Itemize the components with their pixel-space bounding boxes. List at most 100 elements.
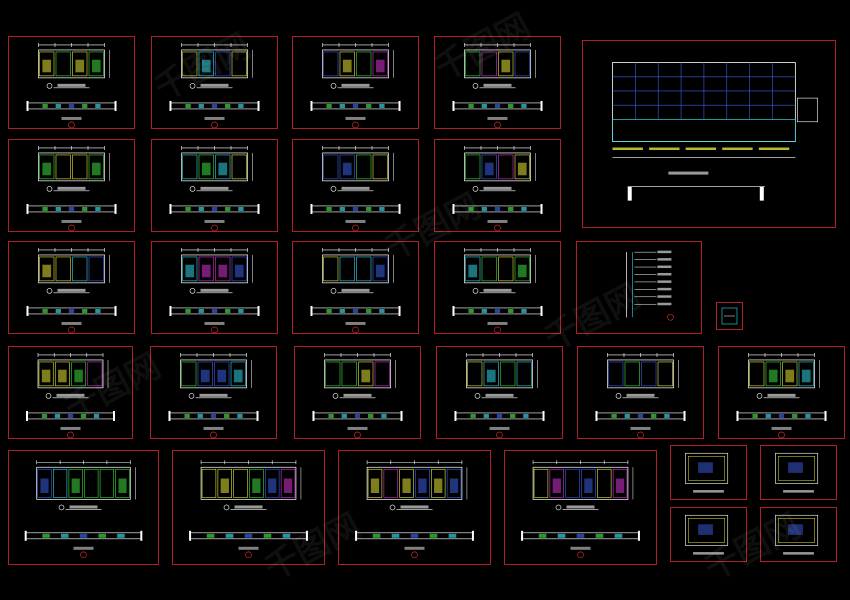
plan-title-text-stub (345, 116, 366, 120)
drawing-number-bubble (58, 504, 65, 511)
north-arrow-icon (80, 551, 87, 559)
detail-inner (688, 518, 726, 543)
north-arrow-icon (352, 326, 359, 334)
sheet-border-frame (294, 346, 421, 439)
drawing-title-text-stub (693, 490, 724, 493)
north-arrow-icon (667, 313, 674, 321)
drawing-sheet-s13 (434, 241, 561, 334)
elevation-panel (467, 361, 483, 387)
sheet-border-frame (151, 241, 278, 334)
drawing-title-text-stub (341, 186, 370, 190)
elevation-panel (198, 154, 214, 180)
north-arrow-icon (68, 121, 75, 129)
drawing-title-text-stub (626, 393, 655, 397)
elevation-panel (201, 468, 217, 498)
storefront-band (612, 119, 796, 142)
elevation-outline (748, 359, 815, 389)
drawing-sheet-s21 (718, 346, 845, 439)
elevation-panel (533, 468, 549, 498)
annotation-text-stub (612, 147, 643, 151)
elevation-panel (181, 361, 197, 387)
wall-hatch (637, 530, 640, 541)
north-arrow-icon (352, 121, 359, 129)
elevation-panel (465, 154, 481, 180)
drawing-number-bubble (46, 288, 53, 294)
sheet-border-frame (8, 346, 133, 439)
wall-hatch (312, 410, 315, 421)
drawing-title-text-stub (566, 505, 595, 509)
drawing-number-bubble (472, 83, 479, 89)
plan-fixture (184, 413, 190, 418)
drawing-sheet-s09 (434, 139, 561, 232)
elevation-panel (39, 51, 55, 77)
furniture-block (552, 478, 561, 494)
annotation-text-stub (685, 147, 717, 151)
elevation-outline (322, 152, 389, 182)
wall-hatch (310, 100, 313, 111)
elevation-panel (84, 468, 99, 498)
wall-hatch (759, 186, 764, 201)
drawing-sheet-s28 (670, 507, 747, 562)
elevation-outline (38, 152, 105, 182)
sheet-border-frame (292, 36, 419, 129)
sheet-border-frame (670, 445, 747, 500)
annotation-text-stub (758, 147, 790, 151)
plan-fixture (557, 533, 566, 538)
drawing-sheet-s02 (151, 36, 278, 129)
elevation-panel (323, 256, 339, 282)
elevation-panel (356, 256, 372, 282)
elevation-panel (367, 468, 383, 498)
plan-fixture (366, 206, 372, 211)
plan-fixture (54, 413, 61, 418)
drawing-title-text-stub (668, 171, 709, 175)
elevation-panel (500, 361, 516, 387)
furniture-block (517, 264, 527, 278)
plan-fixture (366, 308, 372, 313)
sheet-border-frame (292, 139, 419, 232)
elevation-panel (231, 256, 247, 282)
drawing-number-bubble (472, 186, 479, 192)
elevation-outline (324, 359, 391, 389)
plan-fixture (368, 413, 374, 418)
drawing-title-text-stub (234, 505, 263, 509)
north-arrow-icon (211, 121, 218, 129)
furniture-block (342, 59, 352, 73)
drawing-title-text-stub (693, 552, 724, 555)
elevation-outline (607, 359, 674, 389)
plan-fixture (637, 413, 644, 418)
elevation-panel (465, 51, 481, 77)
fixture-block (788, 524, 803, 535)
plan-fixture (68, 308, 75, 313)
elevation-panel (514, 51, 530, 77)
north-arrow-icon (68, 326, 75, 334)
plan-fixture (225, 206, 231, 211)
plan-fixture (651, 413, 657, 418)
wall-hatch (257, 100, 260, 111)
drawing-title-text-stub (341, 83, 370, 87)
elevation-panel (498, 51, 514, 77)
sheet-border-frame (172, 450, 325, 565)
furniture-block (71, 478, 80, 494)
plan-fixture (576, 533, 585, 538)
plan-fixture (481, 103, 487, 108)
elevation-panel (374, 361, 390, 387)
elevation-panel (88, 51, 104, 77)
wall-hatch (542, 410, 545, 421)
plan-fixture (82, 103, 88, 108)
detail-outline (685, 514, 729, 546)
plan-fixture (366, 103, 372, 108)
wall-hatch (257, 203, 260, 214)
drawing-title-text-stub (783, 552, 814, 555)
plan-title-text-stub (238, 546, 259, 550)
elevation-panel (498, 256, 514, 282)
plan-title-text-stub (630, 426, 651, 430)
plan-title-text-stub (204, 321, 225, 325)
plan-fixture (326, 206, 332, 211)
elevation-panel (325, 361, 341, 387)
elevation-panel (415, 468, 430, 498)
detail-inner (778, 456, 816, 481)
elevation-panel (657, 361, 673, 387)
plan-fixture (211, 103, 218, 108)
drawing-sheet-s22 (8, 450, 159, 565)
elevation-panel (514, 256, 530, 282)
